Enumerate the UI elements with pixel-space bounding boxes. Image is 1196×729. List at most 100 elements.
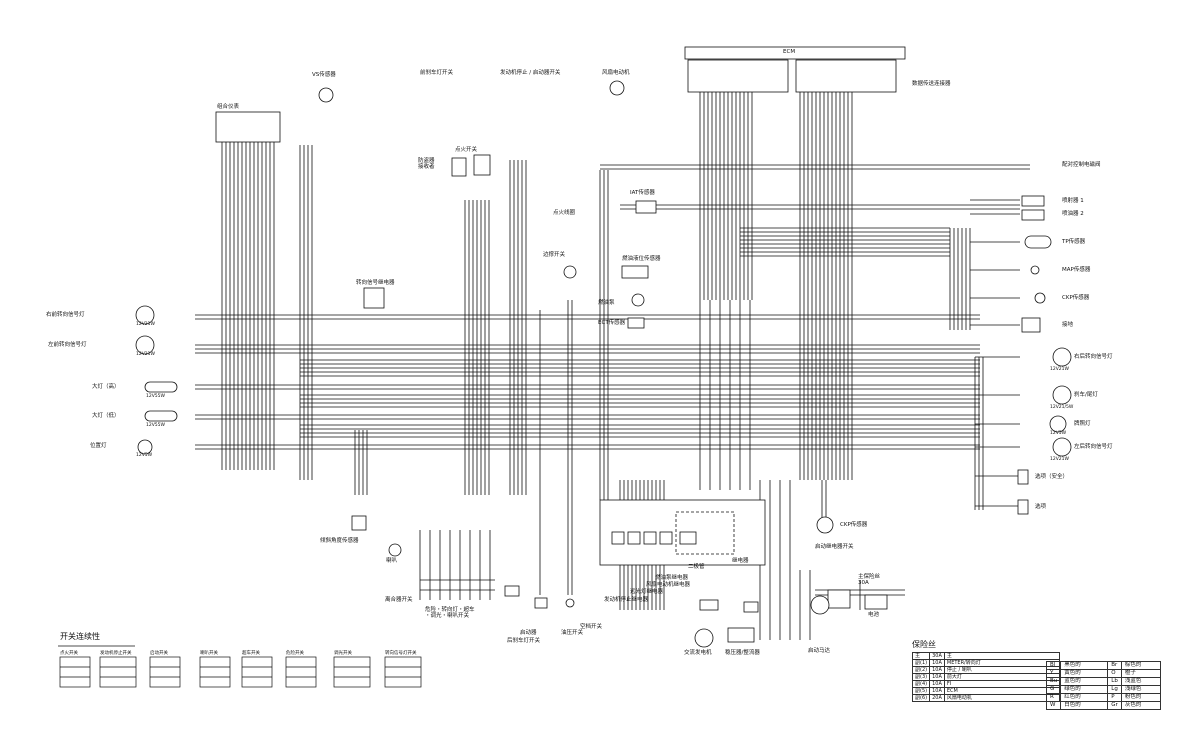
color-code: Gr: [1107, 701, 1122, 710]
license-light-bulb: 12V5W: [1050, 431, 1067, 436]
immobilizer-label: 防盗器 接收者: [418, 158, 435, 170]
diode-label: 二极管: [688, 564, 705, 570]
fan-relay-label: 风扇电动机继电器: [646, 582, 691, 588]
color-name: 红色的: [1060, 693, 1109, 702]
fuse-amp: 10A: [929, 666, 945, 674]
color-code: W: [1045, 701, 1062, 710]
fuse-code: 主: [911, 652, 931, 660]
switch-label-5: 危险开关: [286, 651, 304, 656]
neutral-switch-label: 空档开关: [580, 624, 603, 630]
license-lamp: [1049, 415, 1067, 433]
lr-turn-lamp: [1052, 437, 1072, 457]
fuse-amp: 10A: [929, 673, 945, 681]
horn-icon: [388, 543, 402, 557]
switch-label-7: 转向信号灯开关: [385, 651, 417, 656]
rr-turn-lamp: [1052, 347, 1072, 367]
ckp-right-label: CKP传感器: [1062, 295, 1090, 301]
color-name: 黄色的: [1060, 669, 1109, 678]
relay-box-label: 继电器: [732, 558, 749, 564]
relay-opt-box: [1017, 499, 1029, 515]
headlight-hi-label: 大灯（高）: [92, 384, 120, 390]
alternator-label: 交流发电机: [684, 650, 712, 656]
rr-turn-label: 右后转向信号灯: [1074, 354, 1113, 360]
color-code: Bu: [1045, 677, 1062, 686]
starter-label: 启动器: [520, 630, 537, 636]
tail-brake-bulb: 12V21/5W: [1050, 405, 1074, 410]
fan-motor-label: 风扇电动机: [602, 70, 630, 76]
color-code: Br: [1107, 661, 1122, 670]
neutral-box: [534, 597, 548, 609]
rear-brake-box: [504, 585, 520, 597]
starter-relay-switch-label: 启动继电器开关: [815, 544, 854, 550]
starter-motor-label: 启动马达: [808, 648, 831, 654]
rf-turn-lamp: [135, 305, 155, 325]
fuel-unit-box: [621, 265, 649, 279]
fuse-amp: 10A: [929, 680, 945, 688]
injector2-box: [1021, 209, 1045, 221]
injector1-box: [1021, 195, 1045, 207]
front-brake-switch-label: 前刹车灯开关: [420, 70, 454, 76]
side-stand-icon: [563, 265, 577, 279]
engine-stop-switch-label: 发动机停止 / 启动器开关: [500, 70, 561, 76]
ignition-coil-label: 点火线圈: [553, 210, 576, 216]
fan-motor-icon: [609, 80, 625, 96]
ckp-bottom-label: CKP传感器: [840, 522, 868, 528]
fuse-desc: METER/转向灯: [943, 659, 1060, 667]
relay-opt-label: 选项: [1035, 504, 1047, 510]
tp-sensor-icon: [1024, 235, 1052, 249]
relay-safety-label: 选项（安全）: [1035, 474, 1069, 480]
ecm-label: ECM: [783, 49, 796, 55]
meter-ignition-box: [473, 154, 491, 176]
lf-turn-bulb: 12V21W: [136, 352, 155, 357]
horn-label: 喇叭: [386, 558, 398, 564]
color-code: R: [1045, 693, 1062, 702]
data-link-label: 数据传送连接器: [912, 81, 951, 87]
lf-turn-lamp: [135, 335, 155, 355]
color-code: Bl: [1045, 661, 1062, 670]
color-code: P: [1107, 693, 1122, 702]
headlight-hi-lamp: [144, 381, 178, 393]
lr-turn-label: 左后转向信号灯: [1074, 444, 1113, 450]
switch-label-6: 调光开关: [334, 651, 352, 656]
color-name: 浅绿色: [1120, 685, 1161, 694]
color-name: 橙子: [1120, 669, 1161, 678]
fuse-code: 副(1): [911, 659, 931, 667]
color-name: 浅蓝色: [1120, 677, 1161, 686]
color-name: 粉色的: [1120, 693, 1161, 702]
color-name: 棕色的: [1120, 661, 1161, 670]
switch-label-1: 发动机停止开关: [100, 651, 132, 656]
fuse-amp: 10A: [929, 687, 945, 695]
fuse-code: 副(4): [911, 680, 931, 688]
rear-brake-switch-label: 后刹车灯开关: [507, 638, 541, 644]
lf-turn-label: 左前转向信号灯: [48, 342, 87, 348]
fuse-amp: 10A: [929, 659, 945, 667]
starter-motor-icon: [810, 595, 830, 615]
fuel-unit-label: 燃油液位传感器: [622, 256, 661, 262]
color-code: Lb: [1107, 677, 1122, 686]
injector1-label: 喷射器 1: [1062, 198, 1084, 204]
ckp-right-icon: [1034, 292, 1046, 304]
position-light-bulb: 12V5W: [136, 453, 153, 458]
switch-label-4: 超车开关: [242, 651, 260, 656]
oil-switch-icon: [565, 598, 575, 608]
switch-label-2: 启动开关: [150, 651, 168, 656]
switch-section-title: 开关连续性: [60, 632, 100, 641]
tilt-sensor-box: [351, 515, 367, 531]
fuse-amp: 30A: [929, 652, 945, 660]
color-code: Lg: [1107, 685, 1122, 694]
fuse-section-title: 保险丝: [912, 640, 936, 649]
ground-label: 接地: [1062, 322, 1074, 328]
tail-lamp: [1052, 385, 1072, 405]
position-light-label: 位置灯: [90, 443, 107, 449]
ground-box: [1021, 317, 1041, 333]
handlebar-switch-label: 危险・转向灯・超车 ・调光・喇叭开关: [425, 607, 475, 619]
map-sensor-label: MAP传感器: [1062, 267, 1091, 273]
